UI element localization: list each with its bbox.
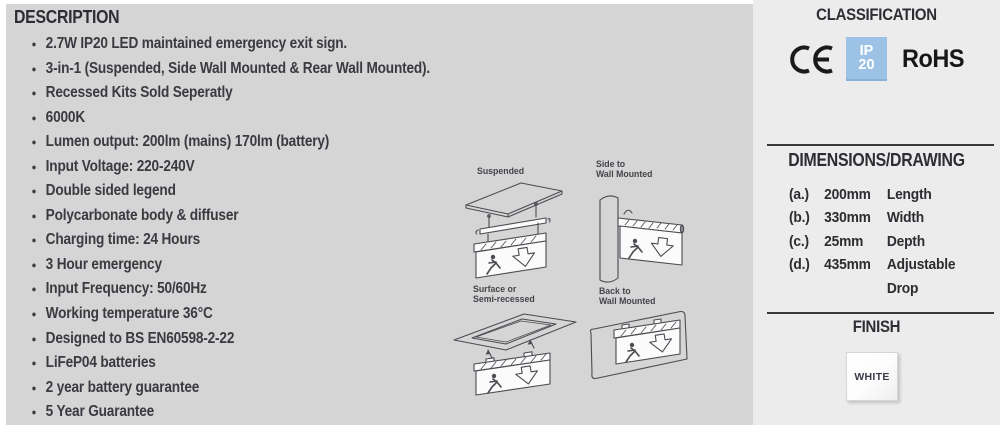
bullet-text: Charging time: 24 Hours (45, 231, 201, 249)
bullet-item: Input Voltage: 220-240V (14, 155, 665, 180)
recess-slot (471, 318, 557, 345)
section-divider (767, 312, 994, 314)
bullet-item: 5 Year Guarantee (14, 400, 665, 425)
dim-value: 25mm (824, 233, 864, 250)
dim-value: 435mm (824, 257, 871, 274)
diagram-label-line: Semi-recessed (473, 294, 535, 305)
diagram-label-line: Surface or (473, 284, 517, 295)
back-wall-mounting-illustration (589, 310, 688, 380)
dim-value: 200mm (824, 187, 871, 203)
dimensions-heading: DIMENSIONS/DRAWING (788, 150, 965, 170)
sign-face (475, 240, 547, 279)
bullet-item: Working temperature 36°C (14, 302, 665, 327)
ce-mark-icon (790, 45, 833, 73)
running-man-icon (487, 373, 502, 394)
sign-face (475, 359, 551, 396)
bullet-text: 5 Year Guarantee (45, 403, 155, 421)
description-panel: DESCRIPTION 2.7W IP20 LED maintained eme… (6, 4, 753, 425)
bullet-text: Lumen output: 200lm (mains) 170lm (batte… (45, 133, 330, 151)
spec-side-panel: CLASSIFICATION IP 20 RoHS DIMENSIONS/DRA… (753, 0, 1000, 425)
running-man-icon (628, 238, 643, 259)
rohs-mark: RoHS (901, 44, 965, 73)
bullet-item: Lumen output: 200lm (mains) 170lm (batte… (14, 130, 665, 155)
bullet-item: Recessed Kits Sold Seperatly (14, 81, 665, 106)
diagram-label-side-wall: Side to Wall Mounted (596, 160, 652, 180)
finish-swatch-label: WHITE (854, 370, 890, 383)
bullet-text: Recessed Kits Sold Seperatly (45, 84, 233, 102)
bullet-item: 3-in-1 (Suspended, Side Wall Mounted & R… (14, 57, 665, 82)
running-man-icon (486, 254, 501, 275)
bullet-text: Working temperature 36°C (45, 305, 213, 323)
classification-marks: IP 20 RoHS (753, 34, 1000, 84)
surface-recessed-mounting-illustration (453, 313, 577, 396)
down-arrow-icon (512, 246, 536, 267)
dim-desc: Width (886, 210, 925, 227)
bullet-text: Polycarbonate body & diffuser (45, 206, 239, 224)
bullet-text: 2.7W IP20 LED maintained emergency exit … (45, 35, 348, 52)
bullet-item: Double sided legend (14, 179, 665, 204)
down-arrow-icon (649, 333, 673, 353)
section-divider (767, 144, 994, 146)
wall-panel (589, 310, 688, 380)
ceiling-panel (453, 313, 577, 351)
bullet-item: 2 year battery guarantee (14, 376, 665, 401)
dim-key: (c.) (789, 233, 809, 250)
diagram-label-back-wall: Back to Wall Mounted (599, 287, 655, 307)
description-heading: DESCRIPTION (14, 7, 120, 27)
hanging-bracket (479, 217, 547, 235)
bullet-text: LiFeP04 batteries (45, 354, 156, 372)
suspended-mounting-illustration (465, 182, 563, 279)
bullet-text: 2 year battery guarantee (45, 378, 200, 396)
finish-heading: FINISH (852, 317, 901, 336)
dim-key: (b.) (789, 210, 810, 227)
diagram-label-line: Wall Mounted (599, 296, 656, 307)
bullet-item: 2.7W IP20 LED maintained emergency exit … (14, 32, 665, 57)
bullet-text: 3 Hour emergency (45, 255, 162, 273)
dim-value: 330mm (824, 210, 871, 227)
bullet-text: 6000K (45, 108, 86, 126)
bullet-text: Designed to BS EN60598-2-22 (45, 329, 235, 347)
sign-face (619, 225, 683, 266)
bullet-item: Input Frequency: 50/60Hz (14, 277, 665, 302)
bullet-item: LiFeP04 batteries (14, 351, 665, 376)
classification-heading: CLASSIFICATION (816, 5, 937, 24)
bullet-text: Double sided legend (45, 182, 176, 200)
down-arrow-icon (515, 365, 539, 385)
dim-desc: Length (886, 187, 932, 203)
side-wall-mounting-illustration (599, 195, 685, 283)
dim-desc: Adjustable Drop (886, 257, 956, 297)
bullet-text: 3-in-1 (Suspended, Side Wall Mounted & R… (45, 59, 431, 77)
dim-key: (a.) (789, 187, 809, 203)
bullet-item: Charging time: 24 Hours (14, 228, 665, 253)
diagram-label-line: Wall Mounted (596, 169, 653, 180)
bullet-item: 6000K (14, 106, 665, 131)
description-bullet-list: 2.7W IP20 LED maintained emergency exit … (14, 32, 665, 425)
diagram-label-line: Side to (596, 159, 626, 170)
diagram-label-surface: Surface or Semi-recessed (473, 285, 535, 305)
diagram-label-line: Suspended (477, 166, 525, 177)
diagram-label-suspended: Suspended (477, 167, 524, 177)
bullet-text: Input Frequency: 50/60Hz (45, 280, 207, 298)
dim-key: (d.) (789, 257, 810, 274)
ip20-badge-icon: IP 20 (845, 37, 887, 81)
bullet-item: Designed to BS EN60598-2-22 (14, 327, 665, 352)
down-arrow-icon (650, 236, 674, 257)
dim-desc: Depth (886, 233, 925, 250)
ip-badge-line: IP (859, 42, 874, 59)
bullet-item: Polycarbonate body & diffuser (14, 204, 665, 229)
dimensions-table: (a.) 200mm Length (b.) 330mm Width (c.) … (789, 184, 970, 301)
bullet-text: Input Voltage: 220-240V (45, 157, 195, 175)
diagram-label-line: Back to (599, 286, 631, 297)
bullet-item: 3 Hour emergency (14, 253, 665, 278)
finish-swatch-white: WHITE (846, 352, 898, 401)
ceiling-panel (465, 182, 563, 215)
running-man-icon (625, 342, 640, 363)
ip-badge-line: 20 (858, 57, 875, 73)
wall-panel (599, 195, 619, 283)
